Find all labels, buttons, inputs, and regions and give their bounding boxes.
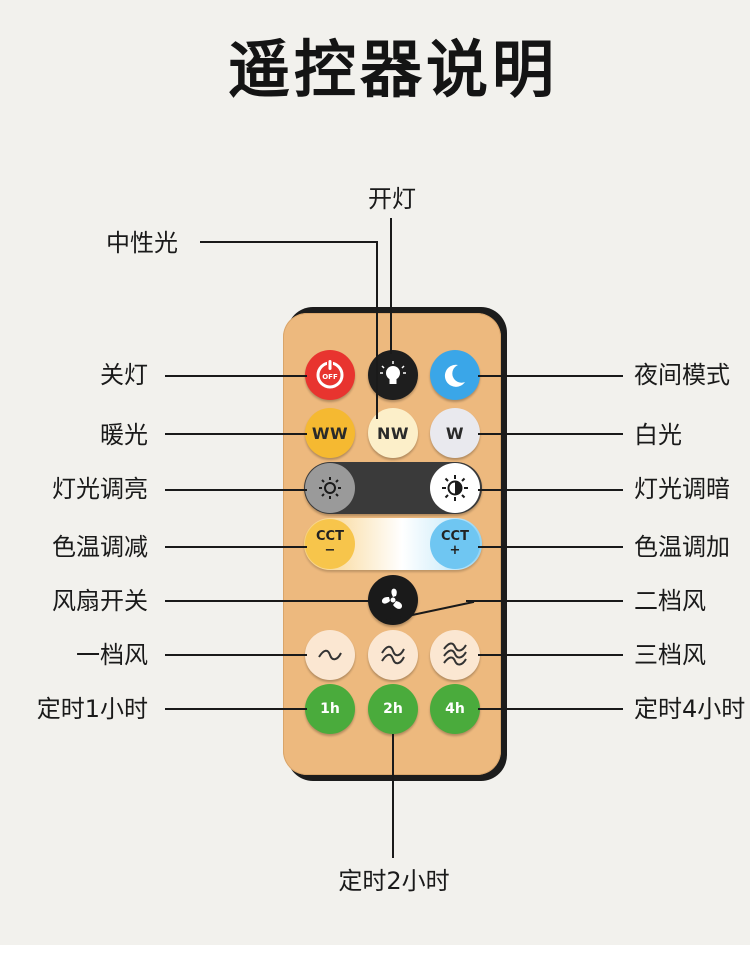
label-dim: 灯光调暗 bbox=[634, 474, 730, 504]
night-mode-button[interactable] bbox=[430, 350, 480, 400]
cct-plus-top: CCT bbox=[441, 530, 469, 544]
fan-speed-3-button[interactable] bbox=[430, 630, 480, 680]
label-timer-1h: 定时1小时 bbox=[37, 694, 148, 724]
leader-fan-switch bbox=[165, 600, 370, 602]
label-timer-2h: 定时2小时 bbox=[320, 866, 468, 896]
label-turn-off: 关灯 bbox=[100, 360, 148, 390]
label-night-mode: 夜间模式 bbox=[634, 360, 730, 390]
cct-decrease-button[interactable]: CCT − bbox=[305, 519, 355, 569]
cct-minus-sign: − bbox=[316, 544, 344, 558]
leader-white-light bbox=[478, 433, 623, 435]
leader-fan-speed-2-h bbox=[466, 600, 623, 602]
timer-2h-button[interactable]: 2h bbox=[368, 684, 418, 734]
label-fan-switch: 风扇开关 bbox=[52, 586, 148, 616]
label-timer-4h: 定时4小时 bbox=[634, 694, 745, 724]
label-cct-increase: 色温调加 bbox=[634, 532, 730, 562]
warm-light-button[interactable]: WW bbox=[305, 408, 355, 458]
bottom-band bbox=[0, 945, 750, 958]
leader-timer-1h bbox=[165, 708, 307, 710]
sun-bright-icon bbox=[440, 473, 470, 503]
label-brighten: 灯光调亮 bbox=[52, 474, 148, 504]
label-fan-speed-3: 三档风 bbox=[634, 640, 706, 670]
wave-1-icon bbox=[315, 645, 345, 665]
label-warm-light: 暖光 bbox=[100, 420, 148, 450]
leader-timer-2h bbox=[392, 734, 394, 858]
wave-3-icon bbox=[440, 640, 470, 670]
leader-brighten bbox=[165, 489, 307, 491]
dim-button[interactable] bbox=[430, 463, 480, 513]
off-button[interactable]: OFF bbox=[305, 350, 355, 400]
white-light-button[interactable]: W bbox=[430, 408, 480, 458]
bulb-icon bbox=[376, 358, 410, 392]
leader-neutral-v bbox=[376, 241, 378, 419]
leader-warm-light bbox=[165, 433, 307, 435]
leader-turn-off bbox=[165, 375, 307, 377]
leader-fan-speed-3 bbox=[478, 654, 623, 656]
label-fan-speed-2: 二档风 bbox=[634, 586, 706, 616]
sun-dim-icon bbox=[317, 475, 343, 501]
label-cct-decrease: 色温调减 bbox=[52, 532, 148, 562]
leader-turn-on bbox=[390, 218, 392, 354]
leader-neutral-h bbox=[200, 241, 377, 243]
label-neutral-light: 中性光 bbox=[106, 228, 178, 258]
brighten-button[interactable] bbox=[305, 463, 355, 513]
moon-icon bbox=[438, 358, 472, 392]
leader-night-mode bbox=[478, 375, 623, 377]
label-white-light: 白光 bbox=[634, 420, 682, 450]
timer-1h-button[interactable]: 1h bbox=[305, 684, 355, 734]
leader-cct-increase bbox=[478, 546, 623, 548]
label-turn-on: 开灯 bbox=[360, 184, 424, 214]
fan-speed-2-button[interactable] bbox=[368, 630, 418, 680]
leader-timer-4h bbox=[478, 708, 623, 710]
fan-icon bbox=[375, 582, 411, 618]
leader-fan-speed-1 bbox=[165, 654, 307, 656]
power-icon: OFF bbox=[313, 358, 347, 392]
wave-2-icon bbox=[378, 642, 408, 668]
cct-minus-top: CCT bbox=[316, 530, 344, 544]
leader-cct-decrease bbox=[165, 546, 307, 548]
leader-dim bbox=[478, 489, 623, 491]
timer-4h-button[interactable]: 4h bbox=[430, 684, 480, 734]
label-fan-speed-1: 一档风 bbox=[76, 640, 148, 670]
page-title: 遥控器说明 bbox=[0, 30, 750, 110]
fan-speed-1-button[interactable] bbox=[305, 630, 355, 680]
cct-increase-button[interactable]: CCT + bbox=[430, 519, 480, 569]
cct-plus-sign: + bbox=[441, 544, 469, 558]
off-button-label: OFF bbox=[322, 373, 338, 381]
